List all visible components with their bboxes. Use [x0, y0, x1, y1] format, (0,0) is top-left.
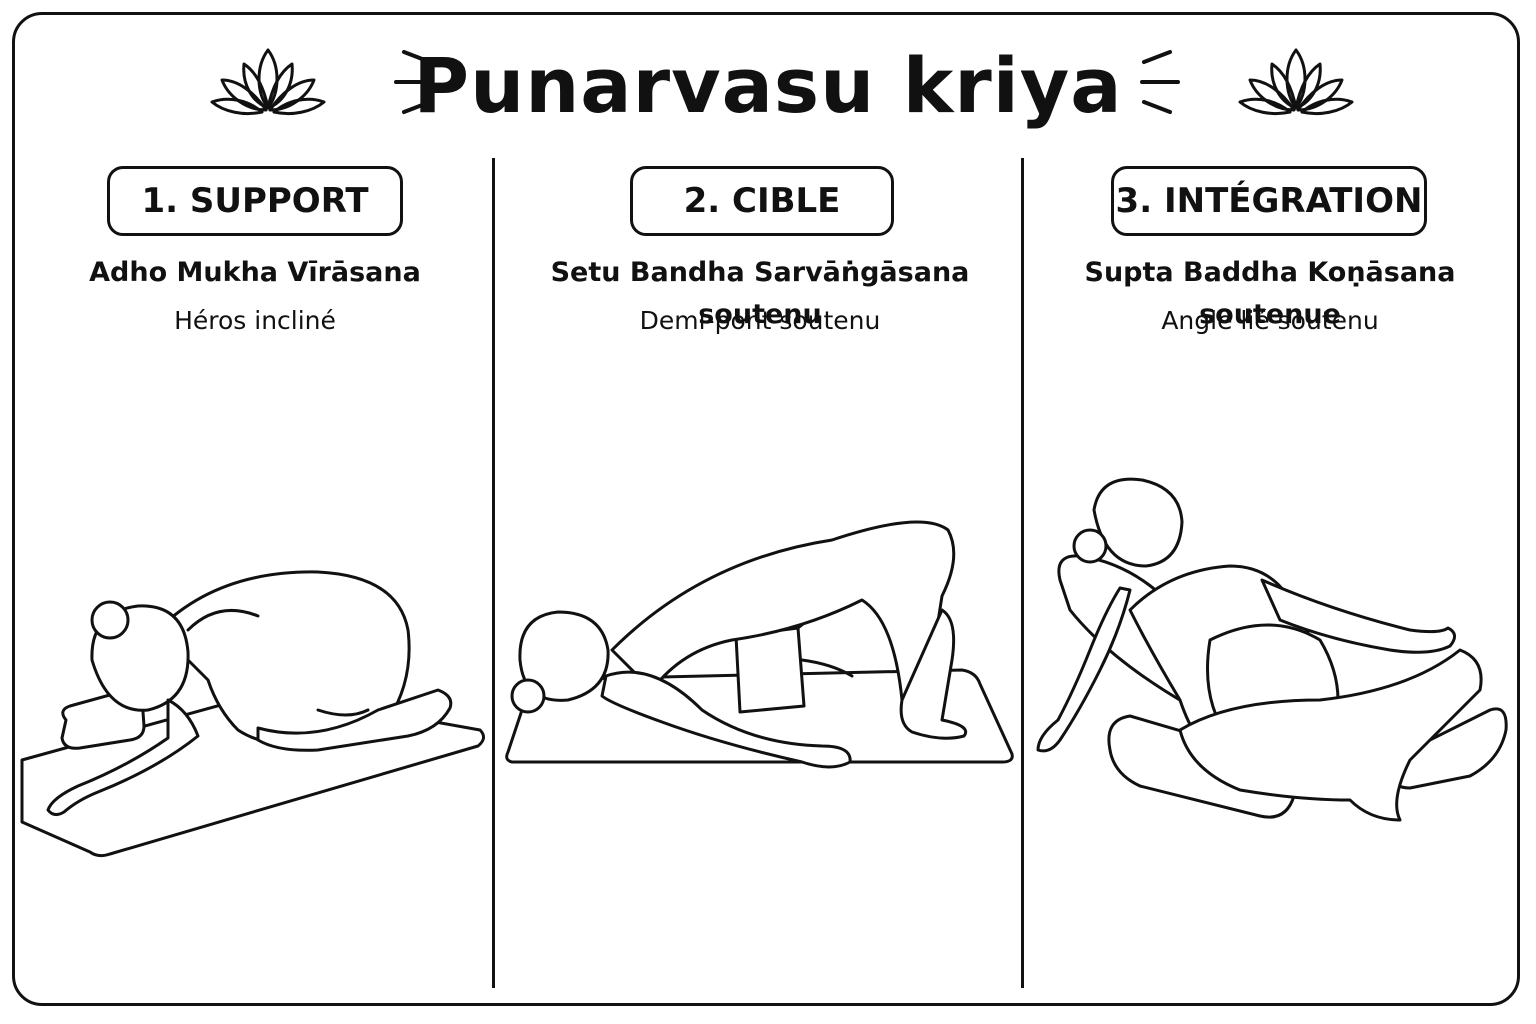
lotus-icon-left [208, 44, 328, 120]
lotus-icon-right [1236, 44, 1356, 120]
arm-right [1260, 578, 1456, 654]
shin-and-feet [256, 688, 453, 752]
pose-2-drawing [505, 520, 1014, 769]
pose-illustration-demi-pont [502, 500, 1016, 790]
page-title: Punarvasu kriya [413, 41, 1123, 130]
pose-1-drawing [20, 570, 485, 858]
hair-bun [90, 600, 130, 640]
step-3-label: 3. INTÉGRATION [1111, 166, 1427, 236]
hair-bun [510, 678, 546, 714]
lotus-icon [1238, 48, 1354, 116]
arm [46, 698, 200, 817]
shin-and-foot [899, 608, 968, 740]
arm-left [1036, 586, 1132, 753]
step-2-french-name: Demi-pont soutenu [639, 306, 881, 335]
hair-bun [1072, 528, 1108, 564]
column-divider [492, 158, 495, 988]
step-3-french-name: Angle lié soutenu [1161, 306, 1379, 335]
head [518, 610, 610, 702]
head [1092, 477, 1184, 568]
sparkle-lines-icon-right [1134, 44, 1184, 120]
sparkle-lines-icon [1140, 50, 1180, 114]
step-1-french-name: Héros incliné [174, 306, 336, 335]
step-1-sanskrit-name: Adho Mukha Vīrāsana [89, 257, 421, 288]
tank-top-line [186, 608, 260, 632]
back-and-hips [156, 570, 411, 746]
lotus-icon [210, 48, 326, 116]
bolster-under-knee-right [1387, 707, 1508, 790]
sparkle-lines-icon-left [390, 44, 440, 120]
pose-illustration-heros-incline [18, 560, 488, 860]
step-2-sanskrit-name: Setu Bandha Sarvāṅgāsana soutenu [550, 257, 970, 330]
arm [600, 670, 852, 769]
knee-line [316, 708, 370, 717]
column-divider [1021, 158, 1024, 988]
sparkle-lines-icon [394, 50, 434, 114]
pose-3-drawing [1036, 477, 1508, 822]
pose-illustration-angle-lie [1030, 470, 1510, 860]
hand-on-mat [800, 658, 854, 678]
leg-bent [1178, 648, 1483, 822]
step-1-label: 1. SUPPORT [107, 166, 403, 236]
step-2-label: 2. CIBLE [630, 166, 894, 236]
step-3-sanskrit-name: Supta Baddha Koṇāsana soutenue [1084, 257, 1456, 330]
yoga-block [734, 626, 806, 714]
